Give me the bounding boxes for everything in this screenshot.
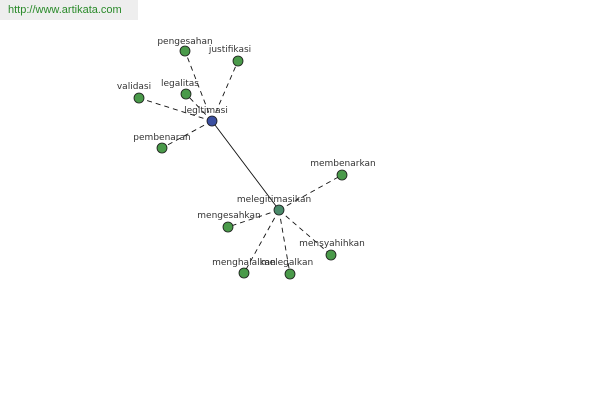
node-label-justifikasi: justifikasi: [208, 45, 251, 55]
nodes-layer: [133, 45, 348, 280]
node-label-menghalalkan: menghalalkan: [212, 258, 276, 268]
edges-layer: [138, 50, 343, 275]
node-validasi[interactable]: [133, 92, 145, 104]
node-label-pengesahan: pengesahan: [157, 37, 212, 47]
edge-melegalkan: [278, 209, 291, 275]
node-label-legalitas: legalitas: [161, 79, 199, 89]
hub-node-melegitimasikan[interactable]: [273, 204, 285, 216]
node-label-melegalkan: melegalkan: [261, 258, 313, 268]
edge-pengesahan: [184, 50, 213, 122]
edge-mensyahihkan: [278, 209, 332, 256]
edge-membenarkan: [278, 174, 343, 211]
node-label-validasi: validasi: [117, 82, 151, 92]
source-banner: http://www.artikata.com: [0, 0, 138, 20]
node-menghalalkan[interactable]: [238, 267, 250, 279]
node-label-mensyahihkan: mensyahihkan: [299, 239, 365, 249]
edge-pembenaran: [161, 120, 213, 149]
edge-justifikasi: [211, 60, 239, 122]
node-mensyahihkan[interactable]: [325, 249, 337, 261]
edge-legalitas: [185, 93, 213, 122]
node-pembenaran[interactable]: [156, 142, 168, 154]
node-justifikasi[interactable]: [232, 55, 244, 67]
node-label-pembenaran: pembenaran: [133, 133, 190, 143]
node-legalitas[interactable]: [180, 88, 192, 100]
source-url-link[interactable]: http://www.artikata.com: [8, 4, 122, 16]
node-label-membenarkan: membenarkan: [310, 159, 376, 169]
node-melegalkan[interactable]: [284, 268, 296, 280]
edge-menghalalkan: [243, 209, 280, 274]
node-membenarkan[interactable]: [336, 169, 348, 181]
hub-node-legitimasi[interactable]: [206, 115, 218, 127]
hub-label-legitimasi: legitimasi: [184, 106, 228, 116]
node-label-mengesahkan: mengesahkan: [197, 211, 260, 221]
node-mengesahkan[interactable]: [222, 221, 234, 233]
node-pengesahan[interactable]: [179, 45, 191, 57]
edge-validasi: [138, 97, 213, 122]
edge-legitimasi-melegitimasikan: [211, 120, 280, 211]
hub-label-melegitimasikan: melegitimasikan: [237, 195, 311, 205]
